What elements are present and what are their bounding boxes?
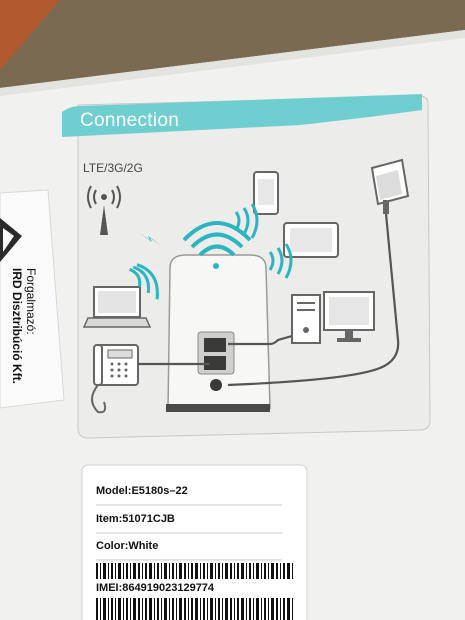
wifi-icon xyxy=(182,221,252,257)
laptop-icon xyxy=(82,263,159,328)
barcode-imei xyxy=(96,563,293,579)
smartphone-icon xyxy=(234,171,279,239)
color-label: Color:White xyxy=(96,540,159,552)
ethernet-cable xyxy=(228,334,293,346)
network-label: LTE/3G/2G xyxy=(83,161,143,175)
lightning-icon xyxy=(138,232,162,246)
model-label: Model:E5180s–22 xyxy=(96,485,188,497)
imei-label: IMEI:864919023129774 xyxy=(96,582,215,594)
distributor-sticker xyxy=(0,189,65,409)
antenna-tower-icon xyxy=(87,185,121,235)
power-adapter-icon xyxy=(370,158,410,214)
product-label xyxy=(81,464,308,620)
distributor-line2: IRD Disztribúció Kft. xyxy=(10,268,24,384)
monitor-icon xyxy=(323,291,375,342)
desktop-pc-icon xyxy=(291,294,321,344)
phone-icon xyxy=(91,344,139,414)
item-label: Item:51071CJB xyxy=(96,513,175,525)
distributor-text: Forgalmazó: IRD Disztribúció Kft. xyxy=(10,268,38,384)
tablet-icon xyxy=(268,222,339,279)
power-cable xyxy=(227,213,400,387)
distributor-line1: Forgalmazó: xyxy=(24,268,38,335)
barcode-lower xyxy=(96,598,293,620)
connection-title: Connection xyxy=(80,110,180,131)
router-icon xyxy=(166,254,271,412)
connection-header-bar xyxy=(62,94,422,137)
